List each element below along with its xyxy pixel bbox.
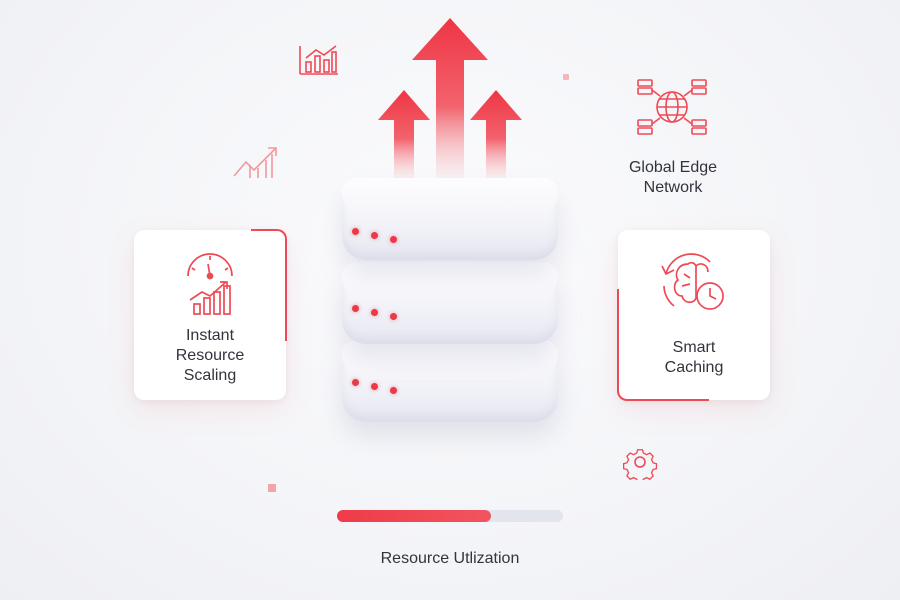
card-accent-border	[251, 229, 287, 341]
resource-utilization-fill	[337, 510, 491, 522]
brain-clock-icon	[661, 253, 724, 310]
smart-caching-label: Smart Caching	[618, 338, 770, 378]
resource-utilization-label: Resource Utlization	[380, 550, 520, 567]
global-edge-label-line1: Global Edge	[628, 159, 718, 176]
resource-utilization-bar	[337, 510, 563, 522]
caching-label-line1: Smart	[672, 339, 716, 356]
status-led	[371, 232, 378, 239]
instant-resource-scaling-label: Instant Resource Scaling	[134, 326, 286, 386]
status-led	[352, 305, 359, 312]
status-led	[390, 387, 397, 394]
instant-resource-scaling-card: Instant Resource Scaling	[134, 229, 287, 400]
scaling-label-line3: Scaling	[183, 367, 237, 384]
gauge-growth-icon	[187, 253, 233, 315]
server-top-surface	[342, 262, 558, 300]
bar-chart-icon	[299, 45, 338, 75]
server-top-surface	[342, 340, 558, 378]
trend-line-icon	[233, 147, 277, 178]
caching-label-line2: Caching	[664, 359, 724, 376]
decorative-square	[268, 484, 276, 492]
card-accent-border	[617, 289, 709, 401]
server-unit-middle	[342, 262, 558, 344]
global-edge-label-line2: Network	[643, 179, 703, 196]
globe-network-icon	[637, 79, 707, 135]
growth-arrows-icon	[378, 18, 522, 179]
server-unit-bottom	[342, 340, 558, 422]
status-led	[390, 313, 397, 320]
status-led	[371, 383, 378, 390]
scaling-label-line1: Instant	[185, 327, 235, 344]
server-top-surface	[342, 178, 558, 216]
status-led	[352, 228, 359, 235]
gear-icon	[622, 449, 658, 480]
scaling-label-line2: Resource	[175, 347, 245, 364]
decorative-square	[563, 74, 569, 80]
global-edge-network-label: Global Edge Network	[610, 158, 736, 198]
smart-caching-card: Smart Caching	[617, 230, 770, 401]
status-led	[390, 236, 397, 243]
server-unit-top	[342, 178, 558, 260]
status-led	[352, 379, 359, 386]
status-led	[371, 309, 378, 316]
